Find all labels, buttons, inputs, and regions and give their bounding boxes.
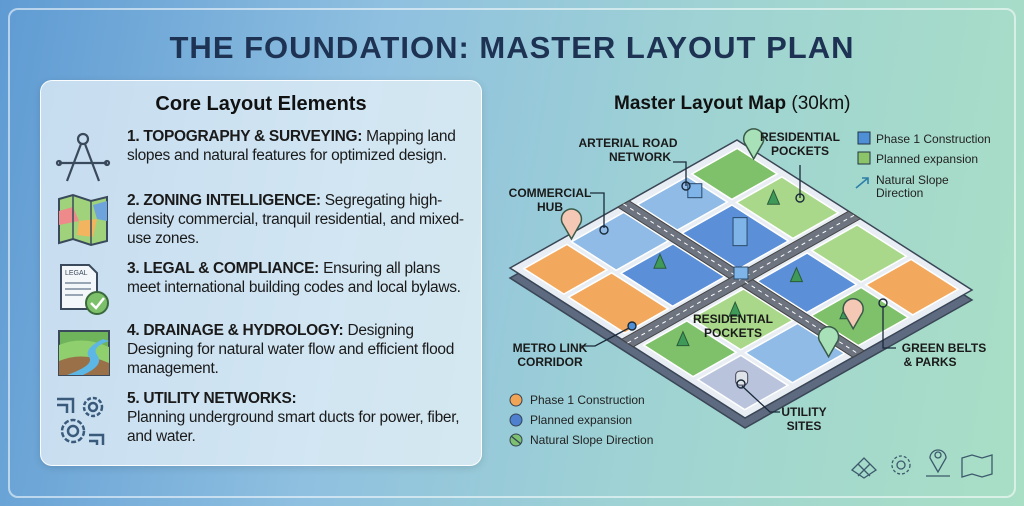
zone-block-lightgreen — [810, 223, 908, 283]
tree-icon — [728, 300, 742, 317]
item-text: Planning underground smart ducts for pow… — [127, 409, 460, 445]
gear-icon — [891, 455, 911, 475]
list-item-zoning: 2. ZONING INTELLIGENCE: Segregating high… — [53, 191, 477, 251]
legend-top-phase1: Phase 1 Construction — [876, 132, 991, 146]
zone-block-lightblue — [635, 175, 729, 232]
map-title: Master Layout Map (30km) — [614, 93, 851, 115]
zone-block-blue — [619, 242, 727, 308]
item-text: Designing Designing for natural water fl… — [127, 322, 455, 377]
frame-border — [8, 8, 1016, 498]
legend-dot-phase1 — [509, 393, 523, 407]
core-elements-panel: Core Layout Elements 1. TOPOGRAPHY & SUR… — [40, 80, 482, 466]
item-text: Ensuring all plans meet international bu… — [127, 260, 461, 296]
panel-heading: Core Layout Elements — [155, 93, 367, 115]
legend-dot-expansion — [509, 413, 523, 427]
list-item-utility: 5. UTILITY NETWORKS: Planning underground… — [53, 389, 477, 449]
tree-icon — [766, 188, 781, 205]
pipes-gears-icon — [57, 396, 105, 445]
building-icon — [732, 217, 748, 247]
page-title: THE FOUNDATION: MASTER LAYOUT PLAN — [169, 30, 855, 65]
list-item-legal: LEGAL 3. LEGAL & COMPLIANCE: Ensuring al… — [53, 259, 477, 319]
slope-line-icon — [510, 435, 522, 445]
tree-icon — [676, 330, 690, 347]
legend-bottom: Phase 1 Construction Planned expansion N… — [509, 393, 653, 447]
footer-icons — [850, 449, 993, 479]
item-label: 2. ZONING INTELLIGENCE: — [127, 192, 321, 209]
river-landscape-icon — [58, 330, 110, 376]
item-label: 4. DRAINAGE & HYDROLOGY: — [127, 322, 344, 339]
map-pin-icon — [743, 128, 765, 161]
map-icon — [961, 454, 993, 478]
zone-block-blue — [755, 252, 858, 314]
map-pin-icon — [926, 449, 950, 477]
list-item-drainage: 4. DRAINAGE & HYDROLOGY: Designing Desig… — [53, 321, 477, 381]
label-green-belts: GREEN BELTS& PARKS — [902, 341, 986, 369]
map-pin-icon — [560, 208, 583, 241]
item-label: 3. LEGAL & COMPLIANCE: — [127, 260, 320, 277]
map-title-text: Master Layout Map — [614, 93, 787, 114]
zone-block-lightblue — [570, 211, 670, 272]
item-text: Mapping land slopes and natural features… — [127, 128, 456, 164]
zone-block-lightgreen — [689, 287, 795, 351]
item-label: 5. UTILITY NETWORKS: — [127, 390, 297, 407]
zoning-map-icon — [58, 193, 108, 247]
zone-block-green — [690, 147, 779, 201]
item-text: Segregating high-density commercial, tra… — [127, 192, 464, 247]
building-icon — [733, 266, 749, 280]
slope-arrow-icon — [855, 177, 869, 189]
map-scale: (30km) — [791, 93, 851, 114]
map-pin-icon — [842, 298, 864, 331]
legend-swatch-expansion — [857, 151, 871, 165]
compass-drafting-icon — [55, 132, 111, 182]
leader-dots — [599, 181, 888, 389]
legend-bottom-phase1: Phase 1 Construction — [530, 393, 645, 407]
network-grid-icon — [850, 457, 878, 479]
legend-swatch-phase1 — [857, 131, 871, 145]
legal-badge-text: LEGAL — [65, 270, 88, 277]
building-icon — [687, 183, 703, 199]
legend-top: Phase 1 Construction Planned expansion N… — [855, 131, 991, 200]
zone-block-orange — [567, 271, 670, 335]
zone-block-orange — [864, 258, 960, 316]
legal-document-icon: LEGAL — [60, 264, 109, 315]
zone-block-lightgreen — [735, 175, 840, 240]
item-label: 1. TOPOGRAPHY & SURVEYING: — [127, 128, 363, 145]
list-item-topography: 1. TOPOGRAPHY & SURVEYING: Mapping land … — [53, 127, 477, 187]
zone-block-orange — [522, 243, 609, 296]
tree-icon — [653, 252, 667, 269]
legend-bottom-expansion: Planned expansion — [530, 413, 632, 427]
leader-lines — [580, 161, 896, 413]
map-pin-icon — [817, 326, 840, 359]
legend-top-expansion: Planned expansion — [876, 152, 978, 166]
tree-icon — [789, 266, 804, 283]
legend-bottom-slope: Natural Slope Direction — [530, 433, 653, 447]
zone-block-green — [642, 319, 738, 378]
